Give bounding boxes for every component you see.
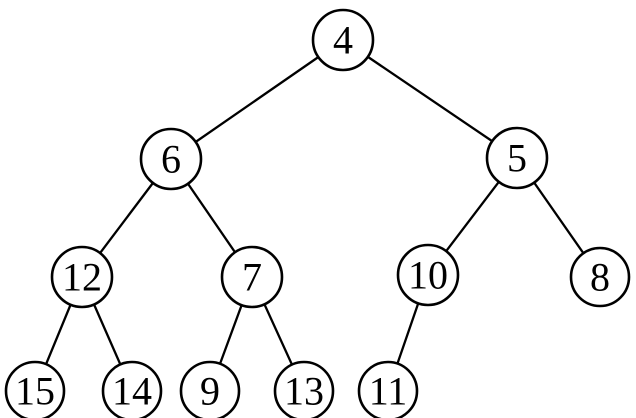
tree-node-label-10: 10 [408, 253, 448, 298]
tree-node-14: 14 [101, 360, 163, 418]
tree-node-4: 4 [311, 8, 375, 72]
tree-edge-4-5 [341, 38, 519, 160]
tree-node-7: 7 [220, 245, 284, 309]
tree-node-circle-13 [273, 360, 335, 418]
tree-node-circle-7 [220, 245, 284, 309]
tree-node-label-11: 11 [369, 369, 408, 414]
tree-edges [33, 38, 602, 393]
tree-node-label-8: 8 [590, 255, 610, 300]
tree-node-label-12: 12 [62, 255, 102, 300]
tree-node-label-9: 9 [200, 369, 220, 414]
tree-node-circle-4 [311, 8, 375, 72]
tree-node-circle-12 [50, 245, 114, 309]
tree-node-label-14: 14 [112, 369, 152, 414]
tree-nodes: 4 6 5 12 7 10 8 15 14 9 13 11 [4, 8, 631, 418]
tree-node-label-5: 5 [507, 136, 527, 181]
tree-node-12: 12 [50, 245, 114, 309]
tree-node-label-13: 13 [284, 369, 324, 414]
tree-node-circle-10 [396, 243, 460, 307]
tree-edge-4-6 [169, 38, 345, 161]
tree-node-circle-15 [4, 360, 66, 418]
tree-node-label-15: 15 [15, 369, 55, 414]
tree-node-label-7: 7 [242, 255, 262, 300]
tree-node-8: 8 [569, 246, 631, 308]
tree-node-circle-14 [101, 360, 163, 418]
tree-node-11: 11 [357, 360, 419, 418]
tree-node-circle-6 [139, 127, 203, 191]
tree-node-10: 10 [396, 243, 460, 307]
tree-node-circle-5 [485, 126, 549, 190]
tree-node-5: 5 [485, 126, 549, 190]
tree-node-15: 15 [4, 360, 66, 418]
tree-node-6: 6 [139, 127, 203, 191]
tree-node-circle-9 [179, 360, 241, 418]
tree-node-circle-8 [569, 246, 631, 308]
tree-node-label-6: 6 [161, 137, 181, 182]
tree-node-label-4: 4 [333, 18, 353, 63]
tree-node-circle-11 [357, 360, 419, 418]
tree-node-9: 9 [179, 360, 241, 418]
tree-node-13: 13 [273, 360, 335, 418]
